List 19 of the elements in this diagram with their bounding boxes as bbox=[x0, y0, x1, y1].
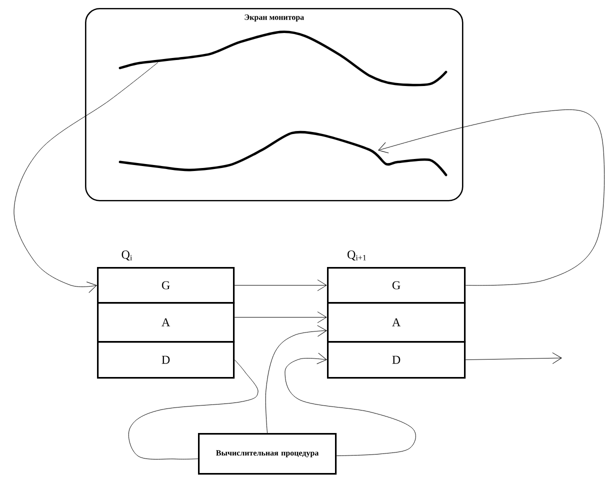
procedure-box: Вычислительная процедура bbox=[198, 432, 337, 475]
field-cell: D bbox=[97, 340, 235, 379]
arrow bbox=[234, 312, 327, 324]
field-cell: D bbox=[327, 340, 466, 379]
screen-box: Экран монитора bbox=[85, 8, 464, 202]
curve-line bbox=[118, 130, 448, 176]
arrow bbox=[14, 62, 158, 293]
register-label: Q$_{i}$ bbox=[122, 250, 132, 260]
field-cell: G bbox=[97, 267, 235, 304]
field-cell: A bbox=[327, 302, 466, 343]
arrow bbox=[234, 280, 327, 292]
field-cell: A bbox=[97, 302, 235, 343]
arrow bbox=[378, 109, 605, 286]
arrow bbox=[465, 352, 562, 364]
arrow bbox=[284, 352, 416, 456]
arrow bbox=[265, 325, 327, 434]
curve-line bbox=[118, 30, 448, 86]
register-label: Q$_{i+1}$ bbox=[348, 250, 366, 260]
field-cell: G bbox=[327, 267, 466, 304]
